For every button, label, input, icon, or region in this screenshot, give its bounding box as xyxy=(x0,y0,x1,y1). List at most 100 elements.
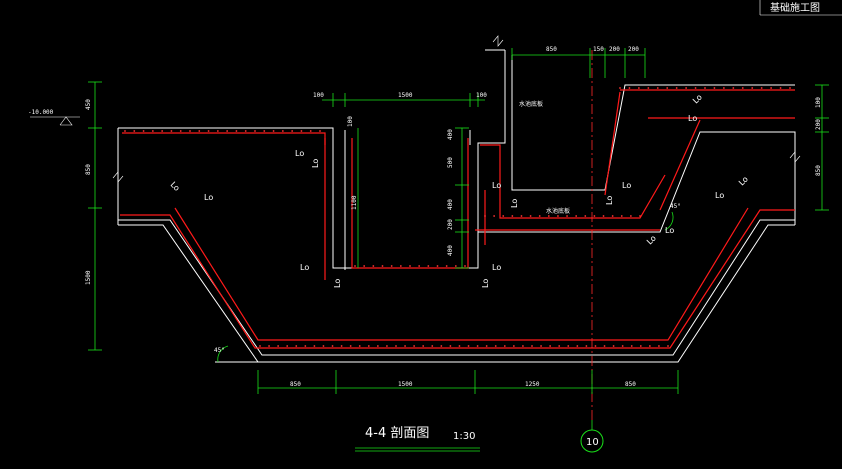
break-mark-top xyxy=(492,35,504,47)
lo-label: Lo xyxy=(715,191,724,200)
rebar-dot xyxy=(593,215,596,217)
lo-label: Lo xyxy=(204,193,213,202)
rebar-dot xyxy=(557,215,559,217)
rebar-dot xyxy=(313,345,316,347)
rebar-dot xyxy=(531,345,533,347)
rebar-dot xyxy=(263,130,266,132)
rebar-dot xyxy=(207,130,210,132)
rebar-dot xyxy=(322,345,325,347)
lo-label: Lo xyxy=(169,180,182,193)
elevation-label: -10.000 xyxy=(28,109,54,116)
rebar-dot xyxy=(198,130,201,132)
rebar-dot xyxy=(751,87,754,89)
rebar-dot xyxy=(161,130,164,132)
rebar-dot xyxy=(449,345,452,347)
rebar-dot xyxy=(575,215,578,217)
rebar-dot xyxy=(259,345,261,347)
dim-right-2: 200 xyxy=(815,119,822,130)
lo-label: Lo xyxy=(295,149,304,158)
rebar-dot xyxy=(656,87,659,89)
rebar-dot xyxy=(628,87,631,89)
rebar-dot xyxy=(354,265,356,267)
rebar-dot xyxy=(779,87,782,89)
dim-bottom-1: 850 xyxy=(290,381,301,388)
angle-label-left: 45° xyxy=(214,347,225,354)
rebar-dot xyxy=(732,87,735,89)
rebar-dot xyxy=(639,345,642,347)
rebar-dot xyxy=(621,345,624,347)
rebar-dot xyxy=(584,215,587,217)
lo-label: Lo xyxy=(311,159,320,168)
dim-pit-small-2: 400 xyxy=(447,129,454,140)
lap-length-labels: Lo Lo Lo Lo Lo Lo Lo Lo Lo Lo Lo Lo Lo L… xyxy=(169,92,750,288)
rebar-dot xyxy=(511,215,514,217)
rebar-dot xyxy=(376,345,379,347)
rebar-dot xyxy=(454,265,457,267)
rebar-dot xyxy=(142,130,145,132)
rebar-dot xyxy=(226,130,229,132)
rebar-dot xyxy=(789,87,791,89)
rebar-dot xyxy=(485,345,488,347)
rebar-dot xyxy=(399,265,402,267)
rebar-dot xyxy=(547,215,550,217)
dim-pit-left: 100 xyxy=(313,92,324,99)
lo-label: Lo xyxy=(645,233,658,246)
lo-label: Lo xyxy=(737,174,750,187)
lo-label: Lo xyxy=(622,181,631,190)
rebar-dot xyxy=(741,87,744,89)
rebar-dot xyxy=(658,345,660,347)
dim-left-3: 1500 xyxy=(85,270,92,285)
rebar-dot xyxy=(611,215,614,217)
rebar-dot xyxy=(309,130,312,132)
rebar-dot xyxy=(295,345,298,347)
dim-pit-v2: 400 xyxy=(447,199,454,210)
rebar-dot xyxy=(291,130,294,132)
lo-label: Lo xyxy=(665,226,674,235)
rebar-dot xyxy=(363,265,366,267)
dim-top-2: 150 xyxy=(593,46,604,53)
rebar-dot xyxy=(124,130,126,132)
rebar-lines xyxy=(120,89,795,349)
rebar-dot xyxy=(340,345,343,347)
dim-top-1: 850 xyxy=(546,46,557,53)
rebar-dot xyxy=(418,265,421,267)
rebar-dot xyxy=(493,215,496,217)
section-title: 4-4 剖面图 xyxy=(365,426,429,441)
rebar-dot xyxy=(277,345,280,347)
rebar-dot xyxy=(713,87,716,89)
rebar-dot xyxy=(467,345,470,347)
dim-pit-v1: 500 xyxy=(447,157,454,168)
lo-label: Lo xyxy=(605,196,614,205)
rebar-dot xyxy=(381,265,384,267)
dim-pit-v3: 200 xyxy=(447,219,454,230)
dim-right-3: 850 xyxy=(815,165,822,176)
rebar-dot xyxy=(602,215,605,217)
rebar-dot xyxy=(603,345,606,347)
rebar-dot xyxy=(235,130,238,132)
rebar-dot xyxy=(304,345,307,347)
rebar-dot xyxy=(436,265,439,267)
lo-label: Lo xyxy=(492,263,501,272)
rebar-dot xyxy=(476,345,479,347)
rebar-dot xyxy=(300,130,303,132)
rebar-dot xyxy=(404,345,406,347)
rebar-dot xyxy=(216,130,219,132)
rebar-dot xyxy=(445,265,448,267)
concrete-outline xyxy=(117,49,796,363)
rebar-dot xyxy=(685,87,688,89)
dim-top-3: 200 xyxy=(609,46,620,53)
rebar-dot xyxy=(704,87,706,89)
rebar-dot xyxy=(549,345,552,347)
rebar-dot xyxy=(630,345,633,347)
rebar-dot xyxy=(413,345,416,347)
rebar-dot xyxy=(244,130,247,132)
rebar-dot xyxy=(358,345,361,347)
rebar-dot xyxy=(281,130,284,132)
rebar-dot xyxy=(395,345,397,347)
rebar-dot xyxy=(484,215,486,217)
lo-label: Lo xyxy=(492,181,501,190)
rebar-dot xyxy=(512,345,515,347)
rebar-dot xyxy=(666,87,669,89)
rebar-dot xyxy=(386,345,388,347)
